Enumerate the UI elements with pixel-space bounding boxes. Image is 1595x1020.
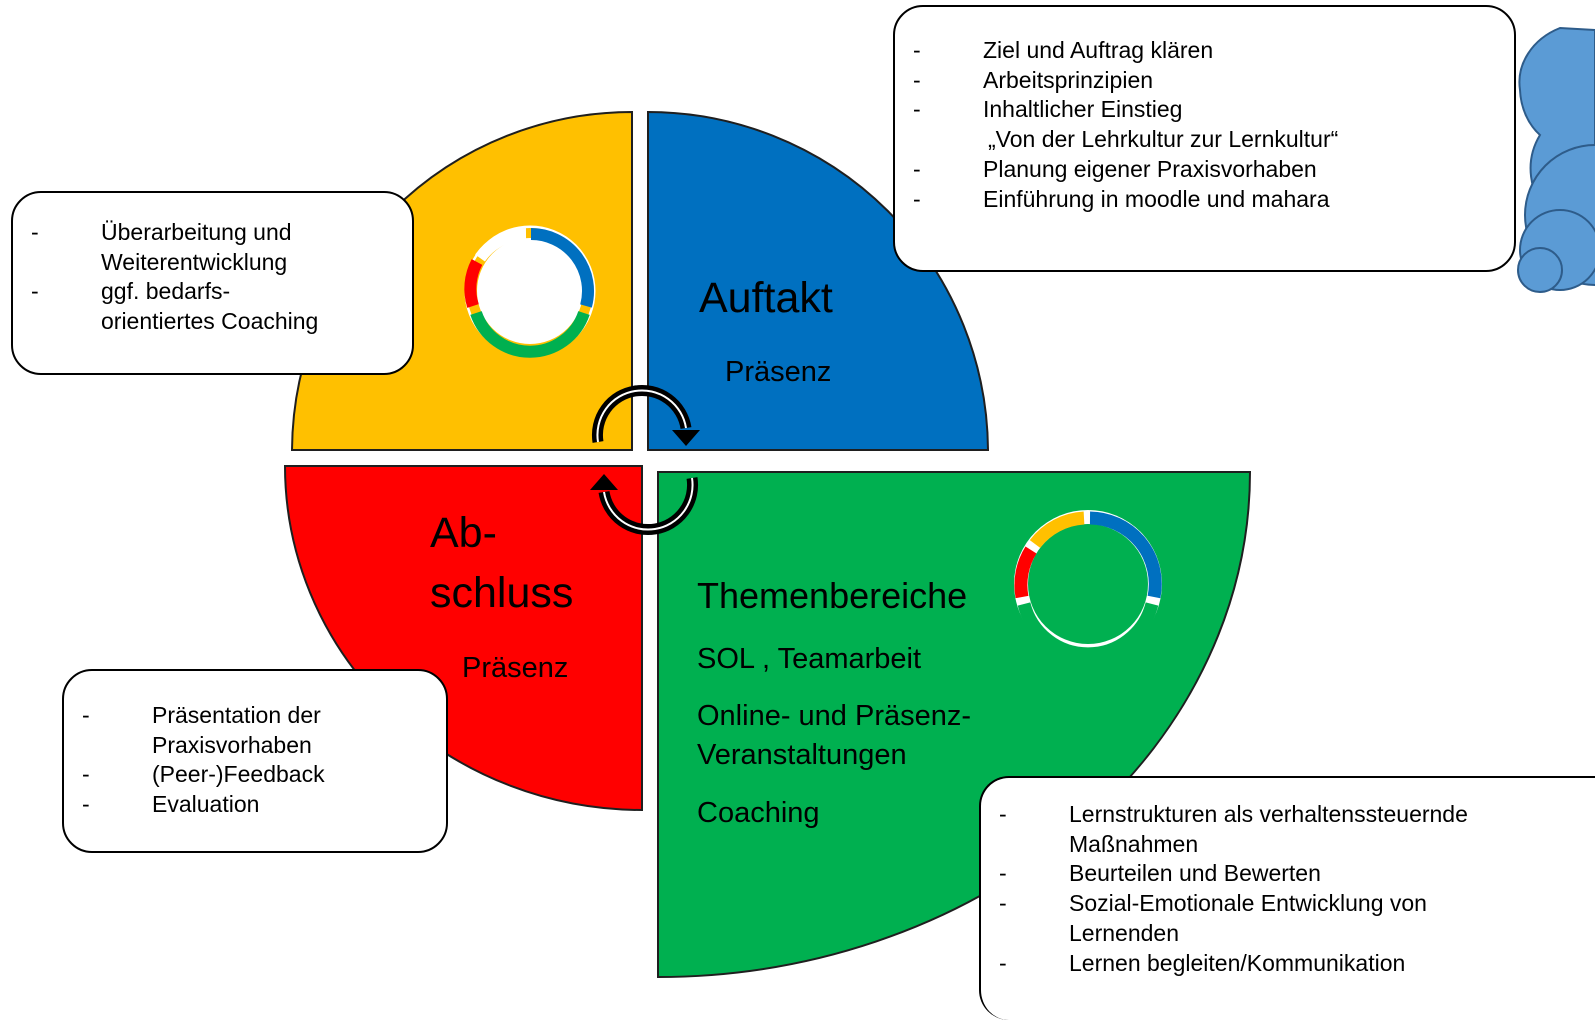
callout-auftakt: -Ziel und Auftrag klären -Arbeitsprinzip… (893, 5, 1516, 272)
callout-abschluss: -Präsentation der Praxisvorhaben -(Peer-… (62, 669, 448, 853)
callout-themen: -Lernstrukturen als verhaltenssteuernde … (979, 776, 1595, 1020)
callout-auftakt-item: -Ziel und Auftrag klären (913, 37, 1214, 63)
abschluss-title-line2: schluss (430, 569, 574, 617)
callout-abschluss-item: Praxisvorhaben (152, 731, 312, 758)
bubble-decoration (1517, 26, 1595, 293)
themen-line-sol: SOL , Teamarbeit (697, 643, 922, 675)
callout-ueberarbeitung-item: Weiterentwicklung (101, 248, 288, 275)
callout-auftakt-item: -Arbeitsprinzipien (913, 66, 1154, 93)
abschluss-mode: Präsenz (462, 652, 569, 684)
cycle-arrows-icon (590, 384, 700, 536)
progress-ring-themen (1010, 510, 1170, 690)
callout-auftakt-item: -Planung eigener Praxisvorhaben (913, 155, 1317, 182)
callout-ueberarbeitung-item: -ggf. bedarfs- (31, 278, 231, 305)
auftakt-title: Auftakt (699, 274, 833, 322)
themen-line-online: Online- und Präsenz- (697, 700, 972, 732)
progress-ring-ueberarbeitung (464, 225, 596, 358)
themen-line-coaching: Coaching (697, 797, 820, 829)
callout-abschluss-item: -Evaluation (82, 791, 260, 818)
callout-auftakt-item: -Einführung in moodle und mahara (913, 185, 1330, 212)
callout-themen-item: Lernenden (1069, 919, 1179, 946)
callout-ueberarbeitung: -Überarbeitung und Weiterentwicklung -gg… (11, 191, 414, 375)
callout-themen-item: -Lernstrukturen als verhaltenssteuernde (999, 801, 1468, 827)
callout-abschluss-item: -(Peer-)Feedback (82, 761, 325, 788)
abschluss-title-line1: Ab- (430, 509, 497, 557)
callout-themen-item: -Lernen begleiten/Kommunikation (999, 949, 1406, 976)
themen-line-veranstaltungen: Veranstaltungen (697, 739, 907, 771)
callout-themen-item: -Sozial-Emotionale Entwicklung von (999, 890, 1427, 917)
callout-auftakt-item: „Von der Lehrkultur zur Lernkultur“ (988, 126, 1339, 153)
callout-themen-item: Maßnahmen (1069, 830, 1199, 857)
auftakt-mode: Präsenz (725, 356, 832, 388)
callout-abschluss-item: -Präsentation der (82, 702, 321, 728)
callout-ueberarbeitung-item: orientiertes Coaching (101, 308, 319, 335)
themen-title: Themenbereiche (697, 575, 968, 616)
callout-ueberarbeitung-item: -Überarbeitung und (31, 219, 292, 245)
callout-themen-item: -Beurteilen und Bewerten (999, 860, 1321, 887)
callout-auftakt-item: -Inhaltlicher Einstieg (913, 96, 1183, 123)
